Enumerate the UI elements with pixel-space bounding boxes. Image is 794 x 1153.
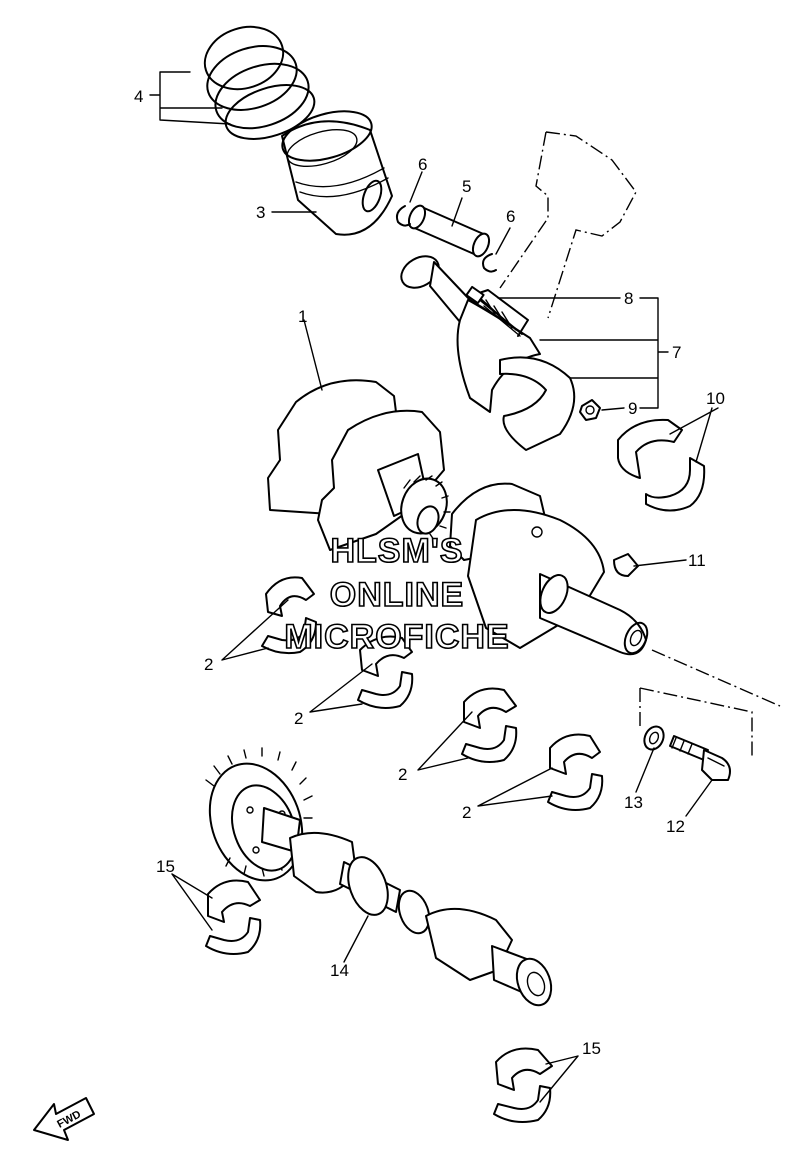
callout-2c: 2 <box>398 765 407 784</box>
callout-14: 14 <box>330 961 349 980</box>
watermark-line-1: HLSM'S <box>330 532 463 570</box>
circlip-left <box>395 205 411 227</box>
crank-bolt <box>669 735 731 781</box>
woodruff-key <box>613 553 639 577</box>
callout-6a: 6 <box>418 155 427 174</box>
connecting-rod <box>400 131 637 451</box>
callout-11: 11 <box>688 551 706 570</box>
rod-nut <box>579 399 601 421</box>
callout-4: 4 <box>134 87 143 106</box>
main-bearing-1 <box>261 576 317 655</box>
piston-pin <box>407 204 491 258</box>
crankshaft <box>267 379 781 707</box>
callout-labels: 1 2 2 2 2 3 4 5 6 6 7 8 9 10 11 12 13 14… <box>134 87 725 1058</box>
callout-6b: 6 <box>506 207 515 226</box>
watermark-line-3: MICROFICHE <box>284 618 509 656</box>
balancer-bearing-lower <box>493 1047 553 1123</box>
callout-7: 7 <box>672 343 681 362</box>
callout-15b: 15 <box>582 1039 601 1058</box>
callout-10: 10 <box>706 389 725 408</box>
callout-3: 3 <box>256 203 265 222</box>
callout-2b: 2 <box>294 709 303 728</box>
piston-rings <box>203 25 316 140</box>
callout-8: 8 <box>624 289 633 308</box>
fwd-arrow-icon: FWD <box>33 1097 95 1141</box>
callout-2a: 2 <box>204 655 213 674</box>
main-bearing-4 <box>547 733 604 811</box>
callout-13: 13 <box>624 793 643 812</box>
balancer-shaft <box>205 747 553 1007</box>
big-end-bearings <box>617 418 706 512</box>
circlip-right <box>482 253 497 273</box>
leader-lines <box>149 71 719 1103</box>
callout-15a: 15 <box>156 857 175 876</box>
watermark: HLSM'S ONLINE MICROFICHE <box>284 531 510 657</box>
callout-2d: 2 <box>462 803 471 822</box>
piston <box>281 110 393 236</box>
watermark-line-2: ONLINE <box>330 576 464 614</box>
bolt-bracket <box>639 687 753 756</box>
callout-12: 12 <box>666 817 685 836</box>
main-bearing-2 <box>357 635 414 709</box>
callout-1: 1 <box>298 307 307 326</box>
rod-bolt <box>465 285 523 335</box>
main-bearing-3 <box>461 687 518 763</box>
washer <box>643 725 665 751</box>
callout-5: 5 <box>462 177 471 196</box>
balancer-bearing-upper <box>205 879 262 955</box>
callout-9: 9 <box>628 399 637 418</box>
